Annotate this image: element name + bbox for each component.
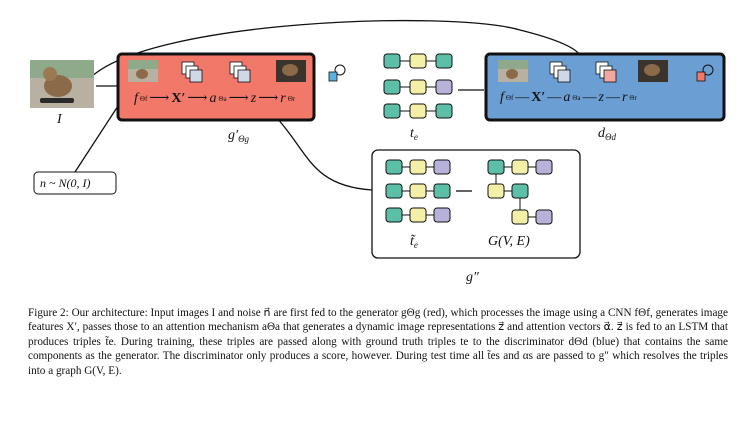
skip-connection-curve [89,19,581,79]
lstm-icon [334,64,346,76]
flow-a-sub: Θa [218,94,227,103]
figure-caption: Figure 2: Our architecture: Input images… [28,307,728,377]
discriminator-label-main: d [598,126,605,141]
flow-a: a [209,90,217,106]
discriminator-label: dΘd [598,126,616,145]
resolver-label: g″ [466,270,479,285]
noise-to-generator-line [74,105,119,173]
graph-gve [487,159,553,225]
flow-r-sub: Θr [287,94,296,103]
triples-te [383,53,453,119]
tilde-triples-label-sub: e [413,240,418,250]
generator-label: g′Θg [228,128,249,147]
dflow-a-sub: Θa [572,94,581,102]
noise-box-text: n ~ N(0, I) [40,176,91,190]
dflow-r-sub: Θr [629,94,637,102]
dflow-a: a [563,90,571,105]
generator-icons [128,60,346,83]
flow-x: X′ [171,90,186,106]
generator-label-sub: Θg [238,134,250,144]
triples-label-main: t [410,126,414,141]
dflow-r: r [621,90,628,105]
tilde-triples [385,159,451,223]
dflow-x: X′ [531,90,546,105]
flow-f-sub: Θf [139,94,148,103]
dflow-z: z [598,90,604,105]
noise-box [33,171,117,195]
flow-r: r [280,90,286,106]
generator-label-main: g′ [228,128,239,143]
triples-label-sub: e [413,132,418,142]
triples-label: te [410,126,418,145]
flow-f: f [134,90,138,106]
tilde-triples-label-main: t̃ [410,234,414,249]
flow-z: z [250,90,257,106]
dflow-f-sub: Θf [505,94,514,102]
discriminator-icons [498,60,714,83]
discriminator-label-sub: Θd [605,132,616,142]
input-image-label: I [57,112,62,127]
generator-box [116,52,316,122]
dflow-f: f [500,90,504,105]
tilde-triples-label: t̃e [410,234,418,253]
input-image [30,60,94,108]
architecture-diagram [30,19,726,259]
resolver-box [371,149,581,259]
graph-label: G(V, E) [488,234,530,249]
